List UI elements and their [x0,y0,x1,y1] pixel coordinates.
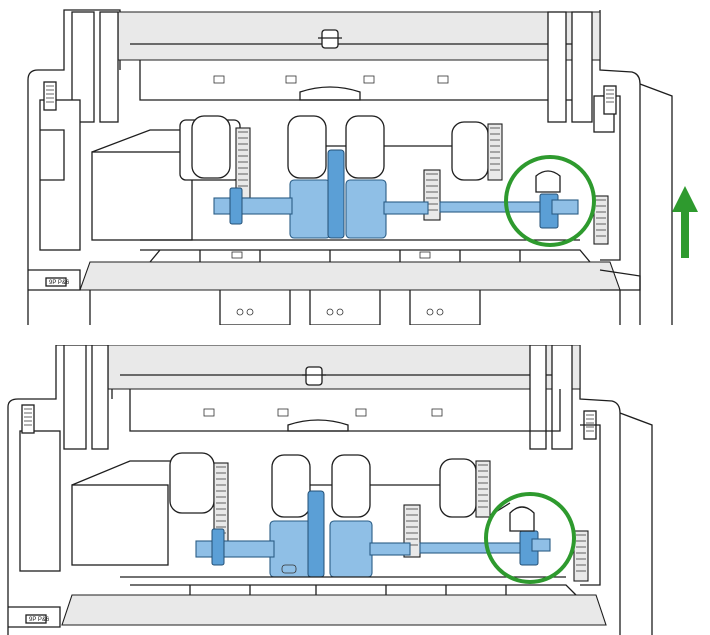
arrow-up-icon [672,186,698,258]
label-plate-text: 9P P&6 [49,280,70,286]
highlight-circle [484,492,576,584]
label-plate-text: 9P P&6 [29,617,50,623]
scanner-interior-illustration: 9P P&6 [7,345,653,635]
scanner-diagram-after: 9P P&6 [0,345,710,635]
scanner-diagram-before: 9P P&6 [27,9,698,325]
highlight-circle [504,155,596,247]
scanner-interior-illustration: 9P P&6 [27,9,698,325]
